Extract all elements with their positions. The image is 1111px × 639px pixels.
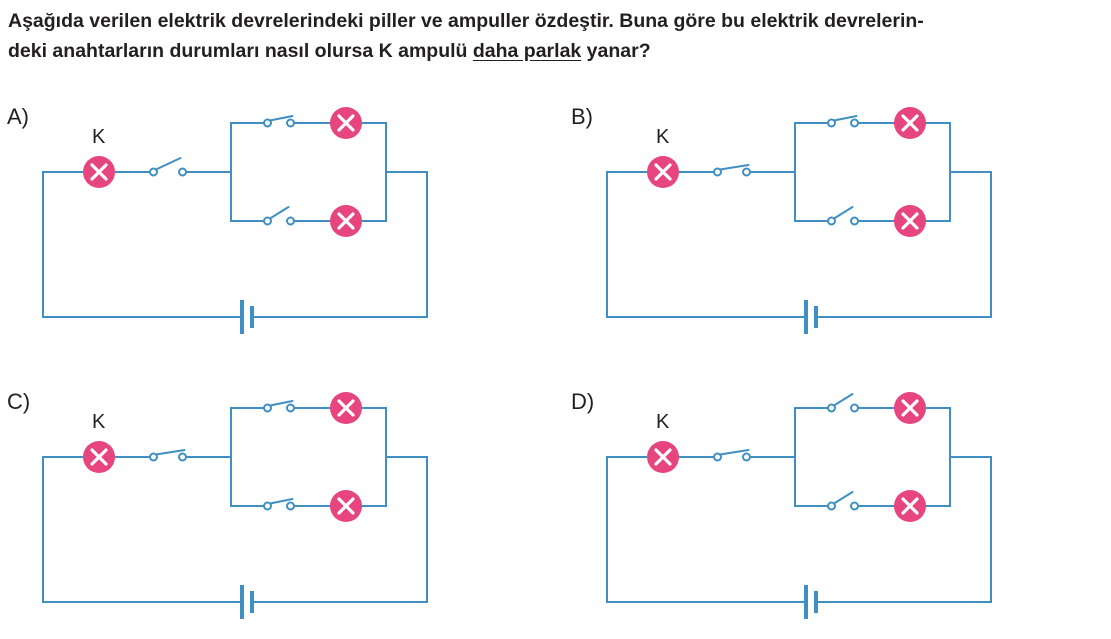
circuit-wires (42, 407, 428, 603)
bulb-icon-bottom-branch (330, 205, 362, 237)
question-text: Aşağıda verilen elektrik devrelerindeki … (8, 6, 1108, 66)
bulb-k-icon (83, 441, 115, 473)
battery-icon (804, 585, 818, 619)
switch-main (713, 449, 751, 462)
switch-bottom-branch (263, 498, 295, 511)
bulb-k-label: K (92, 126, 106, 148)
bulb-icon-bottom-branch (894, 490, 926, 522)
option-letter: B) (571, 104, 593, 129)
switch-top-branch (827, 115, 859, 128)
question-underlined-phrase: daha parlak (472, 40, 582, 62)
question-line-2-suffix: yanar? (581, 40, 651, 62)
question-line-1: Aşağıda verilen elektrik devrelerindeki … (8, 10, 924, 32)
bulb-k-label: K (92, 411, 106, 433)
bulb-k-icon (647, 156, 679, 188)
option-d[interactable]: D) K (571, 389, 1051, 639)
switch-main (149, 157, 187, 177)
switch-top-branch (263, 115, 295, 128)
battery-icon (240, 585, 254, 619)
bulb-icon-bottom-branch (330, 490, 362, 522)
battery-icon (804, 300, 818, 334)
bulb-icon-bottom-branch (894, 205, 926, 237)
bulb-k-label: K (656, 411, 670, 433)
switch-top-branch (827, 393, 859, 413)
option-letter: A) (7, 104, 29, 129)
option-c[interactable]: C) K (7, 389, 487, 639)
bulb-icon-top-branch (894, 392, 926, 424)
switch-bottom-branch (827, 491, 859, 511)
option-letter: C) (7, 389, 31, 414)
switch-bottom-branch (827, 206, 859, 226)
switch-main (713, 164, 751, 177)
bulb-icon-top-branch (330, 392, 362, 424)
switch-main (149, 449, 187, 462)
battery-icon (240, 300, 254, 334)
bulb-icon-top-branch (330, 107, 362, 139)
circuit-wires (606, 122, 992, 318)
option-a[interactable]: A) K (7, 104, 487, 354)
switch-top-branch (263, 400, 295, 413)
bulb-k-icon (647, 441, 679, 473)
question-line-2-prefix: deki anahtarların durumları nasıl olursa… (8, 40, 473, 62)
circuit-diagram (42, 107, 428, 334)
bulb-icon-top-branch (894, 107, 926, 139)
bulb-k-icon (83, 156, 115, 188)
circuit-diagram (42, 392, 428, 619)
switch-bottom-branch (263, 206, 295, 226)
option-letter: D) (571, 389, 595, 414)
circuit-diagram (606, 107, 992, 334)
option-b[interactable]: B) K (571, 104, 1051, 354)
circuit-wires (42, 122, 428, 318)
circuit-wires (606, 407, 992, 603)
bulb-k-label: K (656, 126, 670, 148)
circuit-diagram (606, 392, 992, 619)
